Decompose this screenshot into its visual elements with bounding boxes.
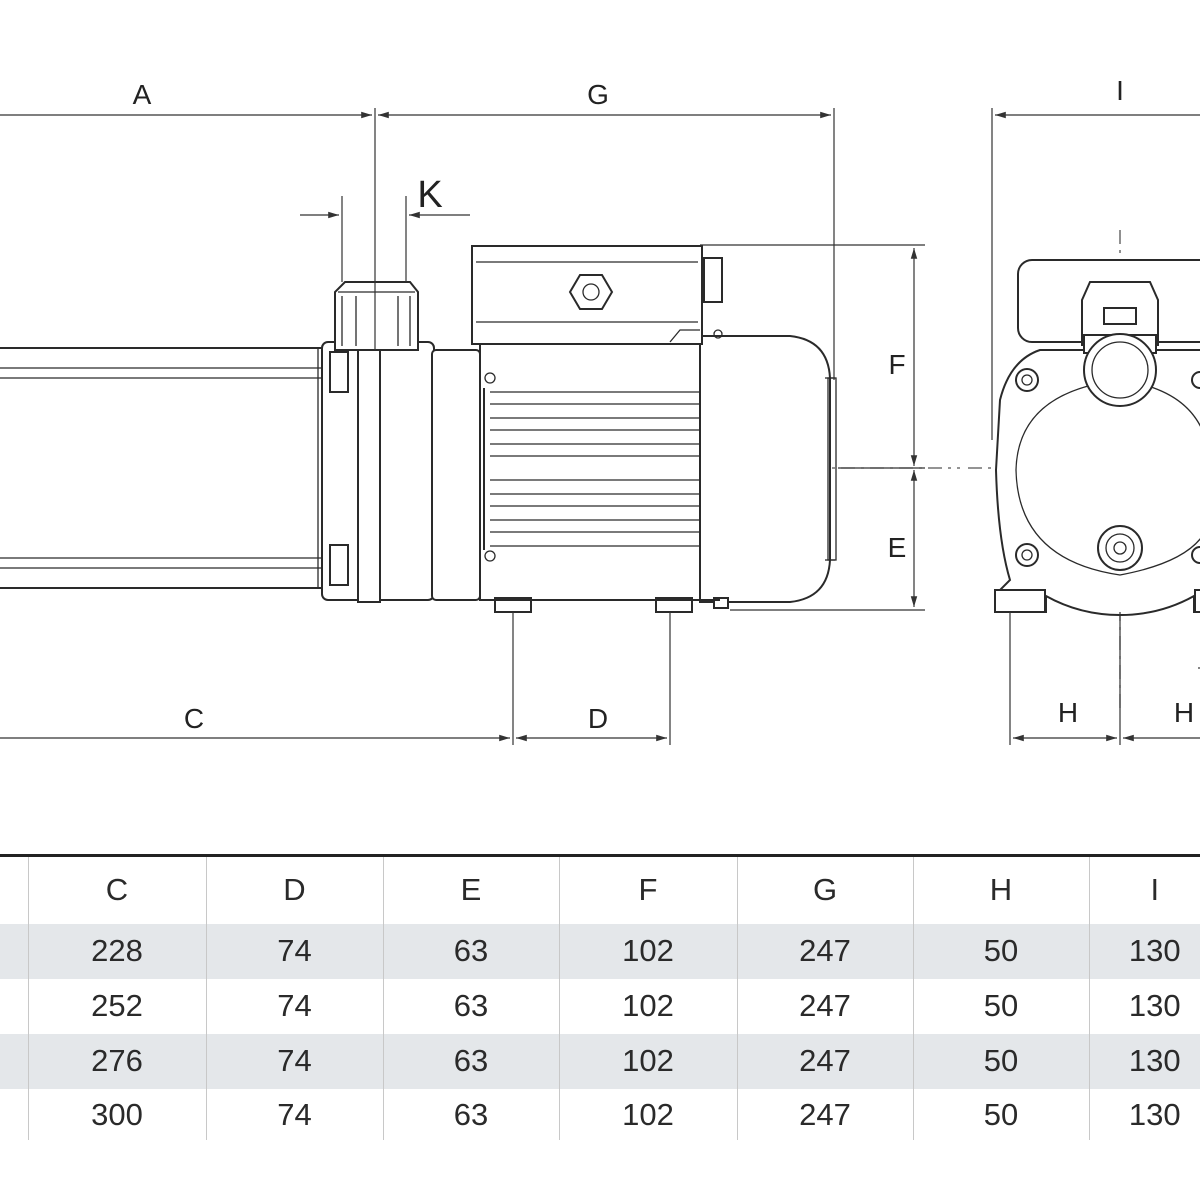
table-cell: 130: [1088, 1033, 1200, 1089]
motor-adapter: [431, 349, 481, 601]
dim-label-h-right: H: [1174, 697, 1194, 728]
table-cell: 50: [912, 923, 1089, 979]
bolt-icon: [484, 372, 496, 384]
cable-gland-icon: [568, 274, 614, 310]
table-cell: 300: [27, 1088, 206, 1140]
dim-label-k: K: [417, 174, 442, 216]
column-header-i: I: [1088, 854, 1200, 924]
motor-feet: [480, 597, 729, 613]
terminal-box: [471, 245, 723, 345]
column-header-d: D: [205, 854, 383, 924]
column-header: [0, 854, 28, 924]
dim-label-e: E: [888, 532, 907, 563]
table-cell: 74: [205, 1033, 383, 1089]
bolt-icon: [1015, 543, 1039, 567]
table-row: 300 74 63 102 247 50 130: [0, 1088, 1200, 1140]
table-cell: 247: [736, 1033, 913, 1089]
table-cell: 252: [27, 978, 206, 1034]
column-header-h: H: [912, 854, 1089, 924]
column-header-f: F: [558, 854, 737, 924]
table-cell: 63: [382, 1033, 559, 1089]
table-cell: 247: [736, 923, 913, 979]
pump-dimension-drawing: A G K F E C D: [0, 75, 1200, 745]
table-cell: 50: [912, 1033, 1089, 1089]
table-cell: 247: [736, 978, 913, 1034]
dim-label-i: I: [1116, 75, 1124, 106]
dimension-table: C D E F G H I 228 74 63 102 247 50 130: [0, 854, 1200, 1140]
table-cell: 74: [205, 978, 383, 1034]
table-cell: 50: [912, 1088, 1089, 1140]
pump-casing-front: [994, 349, 1200, 617]
pump-barrel: [0, 347, 331, 589]
outlet-port: [334, 281, 419, 351]
table-row: 228 74 63 102 247 50 130: [0, 923, 1200, 979]
foot-right: [1194, 589, 1200, 613]
table-cell: 102: [558, 923, 737, 979]
dim-label-f: F: [888, 349, 905, 380]
table-row: 276 74 63 102 247 50 130: [0, 1033, 1200, 1089]
table-cell: 102: [558, 978, 737, 1034]
table-cell: 276: [27, 1033, 206, 1089]
table-cell: 63: [382, 923, 559, 979]
bolt-icon: [484, 550, 496, 562]
table-cell: 74: [205, 1088, 383, 1140]
front-view: I H H: [968, 75, 1200, 745]
table-cell: 50: [912, 978, 1089, 1034]
table-cell: 102: [558, 1033, 737, 1089]
table-cell: 247: [736, 1088, 913, 1140]
column-header-g: G: [736, 854, 913, 924]
table-cell: 130: [1088, 923, 1200, 979]
dim-label-a: A: [133, 79, 152, 110]
cooling-fins: [483, 388, 700, 550]
table-cell: [0, 924, 28, 979]
table-cell: [0, 979, 28, 1034]
foot-left: [994, 589, 1046, 613]
table-header-row: C D E F G H I: [0, 854, 1200, 924]
table-cell: 63: [382, 978, 559, 1034]
dim-label-c: C: [184, 703, 204, 734]
dim-label-d: D: [588, 703, 608, 734]
motor-body: [479, 335, 837, 603]
discharge-flange: [321, 339, 435, 603]
bolt-icon: [1015, 368, 1039, 392]
dim-label-h-left: H: [1058, 697, 1078, 728]
table-cell: [0, 1034, 28, 1089]
table-row: 252 74 63 102 247 50 130: [0, 978, 1200, 1034]
table-cell: 63: [382, 1088, 559, 1140]
dim-label-g: G: [587, 79, 609, 110]
column-header-e: E: [382, 854, 559, 924]
column-header-c: C: [27, 854, 206, 924]
table-cell: 102: [558, 1088, 737, 1140]
table-cell: 130: [1088, 978, 1200, 1034]
dimension-table-grid: C D E F G H I 228 74 63 102 247 50 130: [0, 854, 1200, 1140]
table-cell: [0, 1088, 28, 1140]
table-cell: 74: [205, 923, 383, 979]
outlet-port-front: [1081, 281, 1159, 407]
table-cell: 130: [1088, 1088, 1200, 1140]
drain-plug-icon: [1097, 525, 1143, 571]
side-view: A G K F E C D: [0, 79, 960, 745]
table-cell: 228: [27, 923, 206, 979]
